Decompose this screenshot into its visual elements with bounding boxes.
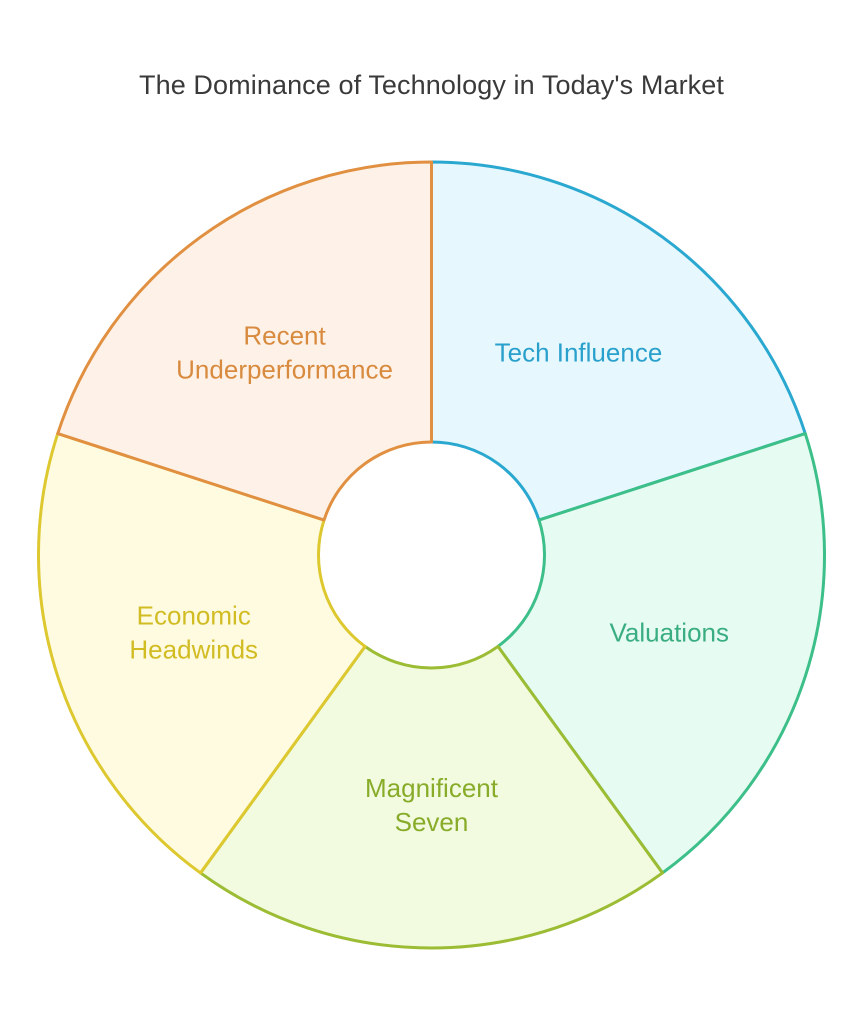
wheel-segment-2: Valuations bbox=[496, 432, 826, 875]
wheel-segment-label-line: Headwinds bbox=[129, 634, 258, 664]
wheel-segment-label-line: Valuations bbox=[610, 617, 730, 647]
wheel-segment-shape bbox=[496, 432, 826, 875]
wheel-segment-shape bbox=[37, 432, 367, 875]
wheel-segment-label-line: Underperformance bbox=[176, 355, 393, 385]
wheel-segment-shape bbox=[56, 160, 433, 522]
wheel-segment-label-line: Seven bbox=[395, 807, 469, 837]
wheel-segment-label: Tech Influence bbox=[495, 338, 663, 368]
wheel-segment-label-line: Recent bbox=[243, 321, 326, 351]
wheel-segment-label-line: Economic bbox=[137, 600, 251, 630]
wheel-segment-1: Tech Influence bbox=[430, 160, 807, 522]
wheel-segment-label-line: Magnificent bbox=[365, 773, 499, 803]
wheel-segment-shape bbox=[199, 644, 664, 950]
wheel-segment-label-line: Tech Influence bbox=[495, 338, 663, 368]
diagram-title: The Dominance of Technology in Today's M… bbox=[139, 70, 724, 100]
wheel-segment-label: Valuations bbox=[610, 617, 730, 647]
wheel-segment-shape bbox=[430, 160, 807, 522]
